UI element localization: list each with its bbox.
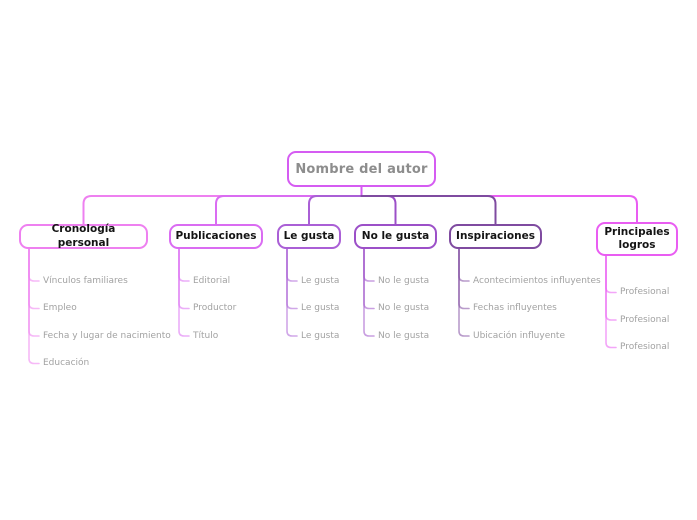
branch-node-label: Cronología personal: [51, 223, 116, 249]
branch-node-publicaciones[interactable]: Publicaciones: [169, 224, 263, 249]
subtopic-no-le-gusta-2[interactable]: No le gusta: [378, 303, 430, 313]
subtopic-no-le-gusta-1[interactable]: No le gusta: [378, 275, 430, 286]
branch-node-inspiraciones[interactable]: Inspiraciones: [449, 224, 542, 249]
subtopic-inspiraciones-2[interactable]: Fechas influyentes: [473, 303, 557, 313]
subtopic-cronologia-personal-4[interactable]: Educación: [43, 358, 90, 368]
subtopic-cronologia-personal-2[interactable]: Empleo: [43, 303, 77, 313]
subtopic-publicaciones-2[interactable]: Productor: [193, 303, 237, 313]
branch-node-principales-logros[interactable]: Principales logros: [596, 222, 678, 256]
subtopic-le-gusta-3[interactable]: Le gusta: [301, 330, 340, 341]
branch-node-label: Principales logros: [604, 225, 670, 251]
subtopic-le-gusta-2[interactable]: Le gusta: [301, 303, 340, 313]
subtopic-no-le-gusta-3[interactable]: No le gusta: [378, 330, 430, 341]
subtopic-publicaciones-3[interactable]: Título: [193, 330, 219, 341]
subtopic-principales-logros-3[interactable]: Profesional: [620, 342, 670, 352]
branch-node-cronologia-personal[interactable]: Cronología personal: [19, 223, 148, 249]
root-node[interactable]: Nombre del autor: [287, 151, 436, 187]
branch-node-label: Publicaciones: [175, 229, 257, 242]
branch-node-le-gusta[interactable]: Le gusta: [277, 224, 341, 249]
subtopic-principales-logros-2[interactable]: Profesional: [620, 314, 670, 325]
branch-node-label: Le gusta: [283, 229, 335, 242]
branch-node-label: No le gusta: [361, 229, 430, 242]
subtopic-principales-logros-1[interactable]: Profesional: [620, 287, 670, 297]
subtopic-inspiraciones-1[interactable]: Acontecimientos influyentes: [473, 275, 601, 286]
branch-node-label: Inspiraciones: [456, 229, 535, 242]
root-node-label: Nombre del autor: [295, 161, 428, 177]
branch-node-no-le-gusta[interactable]: No le gusta: [354, 224, 437, 249]
subtopic-publicaciones-1[interactable]: Editorial: [193, 275, 231, 286]
subtopic-cronologia-personal-3[interactable]: Fecha y lugar de nacimiento: [43, 330, 171, 341]
subtopic-le-gusta-1[interactable]: Le gusta: [301, 275, 340, 286]
subtopic-inspiraciones-3[interactable]: Ubicación influyente: [473, 330, 565, 341]
subtopic-cronologia-personal-1[interactable]: Vínculos familiares: [43, 275, 128, 286]
